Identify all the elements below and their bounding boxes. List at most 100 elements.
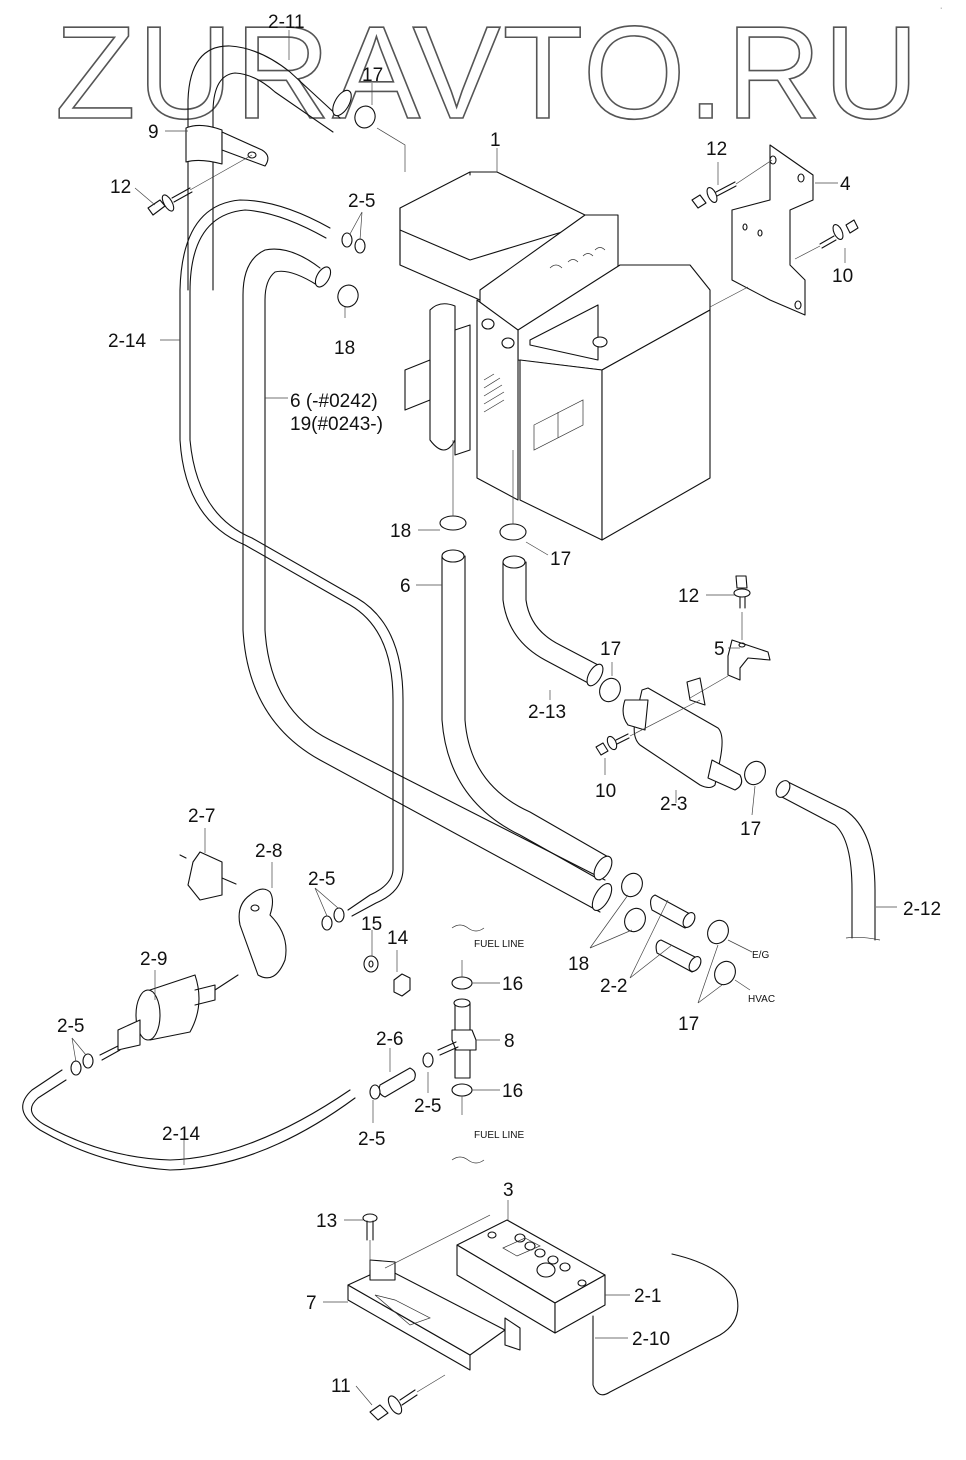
callout-label: 2-6	[376, 1029, 403, 1050]
callout-label: 16	[502, 1081, 523, 1102]
clamp-9	[185, 124, 269, 167]
bolt-10-a	[794, 219, 859, 260]
callout-label: 2-12	[903, 899, 941, 920]
washer-15	[363, 955, 379, 973]
callout-label: 13	[316, 1211, 337, 1232]
fuel-line-bottom-note: FUEL LINE	[474, 1130, 525, 1141]
bracket-4	[709, 144, 814, 316]
leader-lines	[71, 30, 897, 1406]
callout-label: 2-5	[414, 1096, 441, 1117]
callout-label: 18	[390, 521, 411, 542]
callout-label: 17	[678, 1014, 699, 1035]
callout-label: 2-8	[255, 841, 282, 862]
muffler-2-3	[622, 677, 743, 791]
nut-14	[393, 973, 411, 997]
clamp-18-mid	[439, 440, 467, 531]
callout-label: 2-14	[108, 331, 146, 352]
clamps-2-5-top	[341, 232, 366, 254]
break-mark-top	[451, 924, 485, 932]
callout-label: 1	[490, 130, 501, 151]
callout-label: 12	[110, 177, 131, 198]
callout-label: 2-10	[632, 1329, 670, 1350]
callout-label: 2-13	[528, 702, 566, 723]
controller-2-1	[456, 1219, 606, 1334]
damper-2-7	[179, 851, 237, 901]
corner-mark: ·	[940, 5, 942, 12]
fuel-pump-2-9	[99, 974, 239, 1061]
callout-label: 2-11	[268, 12, 305, 33]
callout-label: 14	[387, 928, 409, 949]
clamps-2-5-right	[369, 1052, 434, 1100]
bolt-11	[369, 1374, 446, 1421]
tube-2-6	[378, 1067, 416, 1098]
clamp-18-top	[337, 284, 359, 308]
bracket-7	[347, 1259, 521, 1371]
clamps-17-bottom	[707, 919, 753, 991]
callout-label: 16	[502, 974, 523, 995]
hose-2-11	[187, 45, 352, 291]
clamp-17-mid	[499, 450, 527, 541]
callout-label: 2-7	[188, 806, 215, 827]
callout-label: 2-5	[348, 191, 375, 212]
bolt-12-a	[147, 154, 253, 216]
hose-6-19	[242, 248, 613, 913]
callout-label: 2-5	[57, 1016, 84, 1037]
joints-2-2	[649, 894, 702, 973]
callout-label: 17	[600, 639, 621, 660]
callout-label: 7	[306, 1293, 317, 1314]
clamps-2-5-left	[70, 1053, 94, 1076]
callout-label: 6	[400, 576, 411, 597]
bolt-12-c	[733, 575, 751, 609]
screw-13	[362, 1213, 378, 1270]
clamp-17-d	[744, 760, 766, 786]
callout-label: 15	[361, 914, 382, 935]
watermark: ZURAVTO.RU	[55, 0, 921, 146]
callout-label: 2-5	[358, 1129, 385, 1150]
clamp-17-c	[599, 677, 621, 703]
bolt-10-b	[595, 699, 701, 756]
callout-label: 19(#0243-)	[290, 414, 383, 435]
callout-label: 2-9	[140, 949, 167, 970]
bracket-5	[689, 612, 771, 699]
callout-label: 11	[331, 1376, 351, 1397]
callout-label: 4	[840, 174, 851, 195]
callout-label: 3	[503, 1180, 514, 1201]
hose-2-14-upper	[179, 199, 404, 917]
callout-label: 2-5	[308, 869, 335, 890]
callout-label: 18	[334, 338, 355, 359]
hose-6	[441, 549, 613, 881]
heater-unit-1	[399, 171, 711, 541]
hvac-note: HVAC	[748, 994, 775, 1005]
fuel-line-top-note: FUEL LINE	[474, 939, 525, 950]
eg-note: E/G	[752, 950, 769, 961]
hose-2-14-lower	[22, 1069, 356, 1171]
callout-label: 2-3	[660, 794, 687, 815]
callout-label: 2-1	[634, 1286, 661, 1307]
hose-2-13	[502, 555, 604, 687]
clamps-18-bottom	[621, 872, 646, 933]
bolt-12-b	[691, 159, 773, 209]
holder-2-8	[238, 888, 287, 979]
clamp-17-top	[354, 105, 376, 129]
t-joint-8	[437, 998, 477, 1079]
callout-label: 2-2	[600, 976, 627, 997]
clamps-2-5-mid	[321, 907, 345, 931]
callout-label: 10	[595, 781, 616, 802]
callout-label: 17	[740, 819, 761, 840]
callout-label: 17	[362, 65, 383, 86]
callout-label: 12	[678, 586, 699, 607]
callout-label: 6 (-#0242)	[290, 391, 378, 412]
cable-2-10	[592, 1253, 739, 1396]
break-mark-bottom	[451, 1156, 485, 1164]
callout-label: 9	[148, 122, 159, 143]
clamps-16	[451, 960, 473, 1115]
callout-label: 18	[568, 954, 589, 975]
callout-label: 2-14	[162, 1124, 200, 1145]
callout-label: 5	[714, 639, 725, 660]
hose-2-12	[775, 780, 881, 941]
callout-label: 10	[832, 266, 853, 287]
callout-label: 12	[706, 139, 727, 160]
callout-label: 8	[504, 1031, 515, 1052]
